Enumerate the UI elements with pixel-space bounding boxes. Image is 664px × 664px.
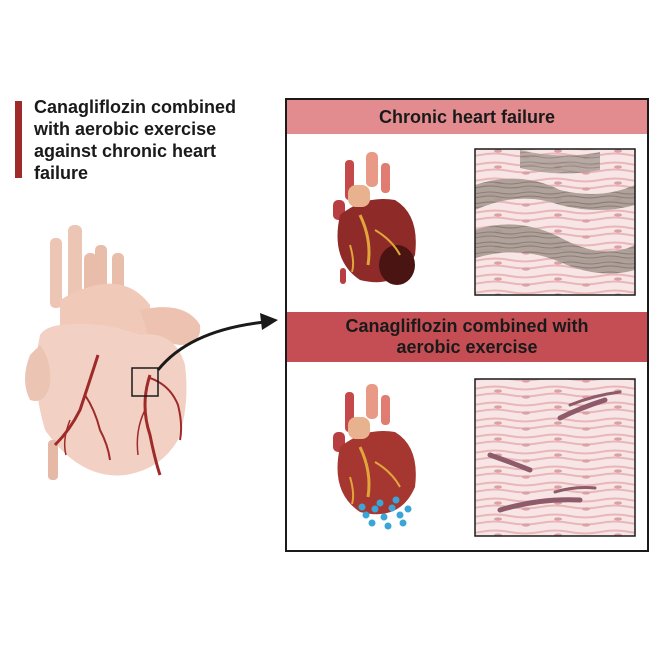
small-heart-treated [333,384,416,530]
header-bottom-line1: Canagliflozin combined with [345,316,589,336]
header-bottom-line2: aerobic exercise [396,337,538,357]
figure-title: Canagliflozin combined with aerobic exer… [34,97,237,183]
zoom-arrow [156,320,266,371]
header-chronic-heart-failure: Chronic heart failure [287,100,647,134]
header-bottom-text: Canagliflozin combined with aerobic exer… [346,316,589,358]
header-canagliflozin-exercise: Canagliflozin combined with aerobic exer… [287,312,647,362]
small-heart-failure [333,152,416,285]
large-heart-illustration [25,225,201,480]
drug-particles [358,496,412,530]
title-accent-bar [15,101,22,178]
tissue-fibrotic [474,148,636,296]
arrowhead-icon [260,313,278,330]
tissue-treated [474,378,636,537]
